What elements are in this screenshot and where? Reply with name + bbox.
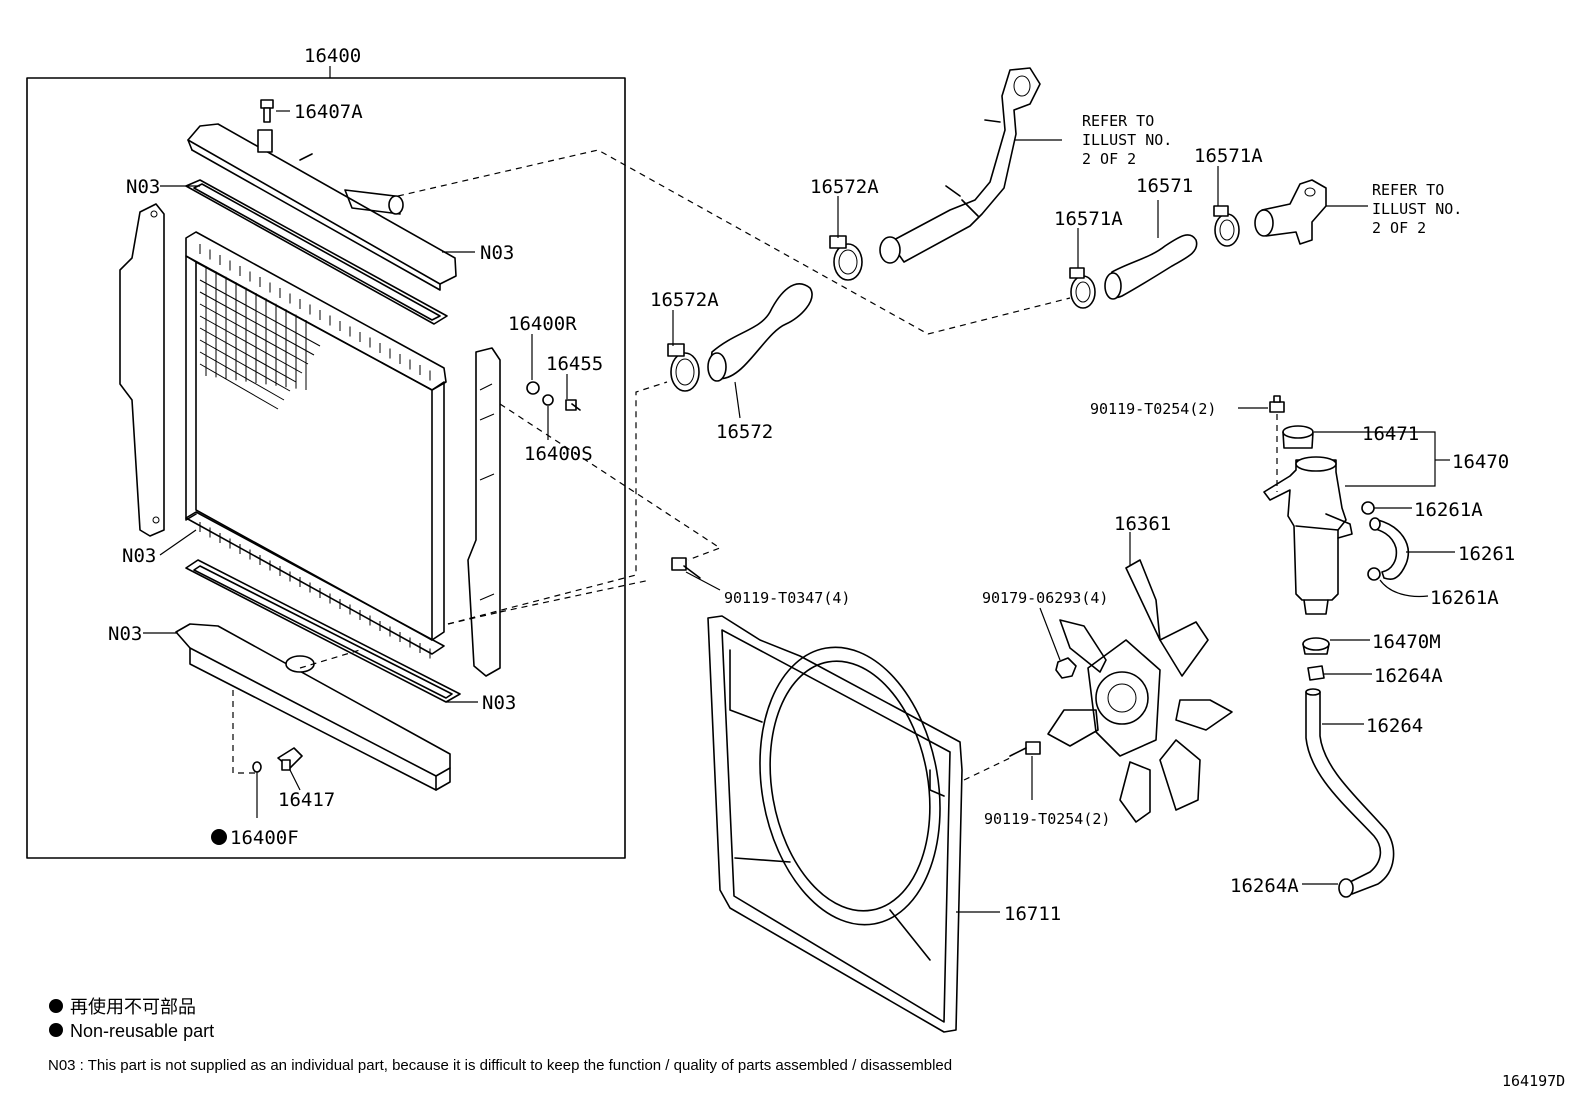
core-fin-line (199, 363, 279, 410)
bolt-90119-T0254-fan (1009, 741, 1041, 757)
label-16572A: 16572A (650, 289, 719, 311)
bolt-90119-T0254-tank (1269, 395, 1285, 413)
label-16572A: 16572A (810, 176, 879, 198)
lower-tank (175, 623, 451, 791)
label-16571A: 16571A (1054, 208, 1123, 230)
o-ring-16400F (252, 761, 262, 773)
core-fin-line (199, 339, 291, 392)
label-n03: N03 (126, 176, 160, 198)
label-16407A: 16407A (294, 101, 363, 123)
lower-gasket (185, 559, 461, 703)
non-reusable-marker (211, 829, 227, 845)
right-side-plate (467, 347, 501, 677)
label-16400F: 16400F (230, 827, 299, 849)
label-16471: 16471 (1362, 423, 1419, 445)
label-16261A: 16261A (1414, 499, 1483, 521)
core-fin-line (199, 327, 297, 383)
core-fin-line (199, 351, 285, 401)
drawing-id: 164197D (1502, 1072, 1565, 1090)
core-fin-line (199, 303, 309, 365)
upper-gasket (185, 179, 448, 325)
legend-non-reusable-jp: 再使用不可部品 (70, 997, 196, 1017)
label-16264A: 16264A (1374, 665, 1443, 687)
clamp-16264A-top (1307, 665, 1325, 681)
refer-note-2: 2 OF 2 (1372, 219, 1426, 237)
refer-note-2: ILLUST NO. (1372, 200, 1462, 218)
upper-tank (187, 123, 457, 291)
label-16455: 16455 (546, 353, 603, 375)
label-n03: N03 (482, 692, 516, 714)
refer-note-1: 2 OF 2 (1082, 150, 1136, 168)
label-16261A: 16261A (1430, 587, 1499, 609)
label-16400R: 16400R (508, 313, 577, 335)
water-inlet (1254, 179, 1327, 245)
reservoir-tank-16470 (1263, 456, 1353, 615)
legend-n03-note: N03 : This part is not supplied as an in… (48, 1057, 952, 1074)
label-90119-T0254: 90119-T0254(2) (984, 810, 1110, 828)
label-n03: N03 (108, 623, 142, 645)
washer-16400S (542, 394, 554, 406)
clamp-16571A-left (1069, 267, 1096, 309)
label-90179-06293: 90179-06293(4) (982, 589, 1108, 607)
clamp-16264A-bottom (1338, 878, 1354, 898)
nut-90179-06293 (1055, 657, 1077, 679)
refer-note-1: ILLUST NO. (1082, 131, 1172, 149)
core-fin-line (199, 279, 321, 347)
label-16571: 16571 (1136, 175, 1193, 197)
water-outlet-pipe (879, 67, 1041, 264)
clamp-16261A-top (1361, 501, 1375, 515)
label-90119-T0254: 90119-T0254(2) (1090, 400, 1216, 418)
core-fin-line (199, 315, 303, 374)
cooling-fan-16361 (1047, 559, 1233, 823)
drain-cock-16417 (277, 747, 303, 771)
label-16470: 16470 (1452, 451, 1509, 473)
clamp-16261A-bottom (1367, 567, 1381, 581)
hose-16261 (1371, 519, 1410, 580)
label-16400S: 16400S (524, 443, 593, 465)
label-16711: 16711 (1004, 903, 1061, 925)
label-16400: 16400 (304, 45, 361, 67)
label-16572: 16572 (716, 421, 773, 443)
label-16361: 16361 (1114, 513, 1171, 535)
label-16571A: 16571A (1194, 145, 1263, 167)
radiator-assembly-frame (26, 77, 626, 859)
refer-note-2: REFER TO (1372, 181, 1444, 199)
label-n03: N03 (480, 242, 514, 264)
cap-16471 (1282, 425, 1314, 449)
clamp-16572A-left (667, 343, 700, 392)
label-16417: 16417 (278, 789, 335, 811)
refer-note-1: REFER TO (1082, 112, 1154, 130)
label-n03: N03 (122, 545, 156, 567)
grommet-16470M (1302, 637, 1330, 655)
legend-bullet (49, 999, 63, 1013)
label-16261: 16261 (1458, 543, 1515, 565)
label-16264A: 16264A (1230, 875, 1299, 897)
legend-non-reusable-en: Non-reusable part (70, 1021, 214, 1041)
clamp-16571A-right (1213, 205, 1240, 247)
core-fin-line (199, 291, 315, 356)
clamp-16572A-top (829, 235, 863, 281)
hose-16572 (709, 283, 813, 380)
hose-16571 (1106, 234, 1198, 299)
legend-bullet (49, 1023, 63, 1037)
left-side-plate (119, 203, 165, 537)
drain-plug-16407A (260, 99, 274, 123)
label-90119-T0347: 90119-T0347(4) (724, 589, 850, 607)
label-16470M: 16470M (1372, 631, 1441, 653)
radiator-core (185, 231, 447, 659)
fan-shroud-16711 (707, 615, 963, 1033)
label-16264: 16264 (1366, 715, 1423, 737)
grommet-16400R (526, 381, 540, 395)
bolt-90119-T0347 (671, 557, 701, 579)
bolt-16455 (565, 399, 581, 411)
